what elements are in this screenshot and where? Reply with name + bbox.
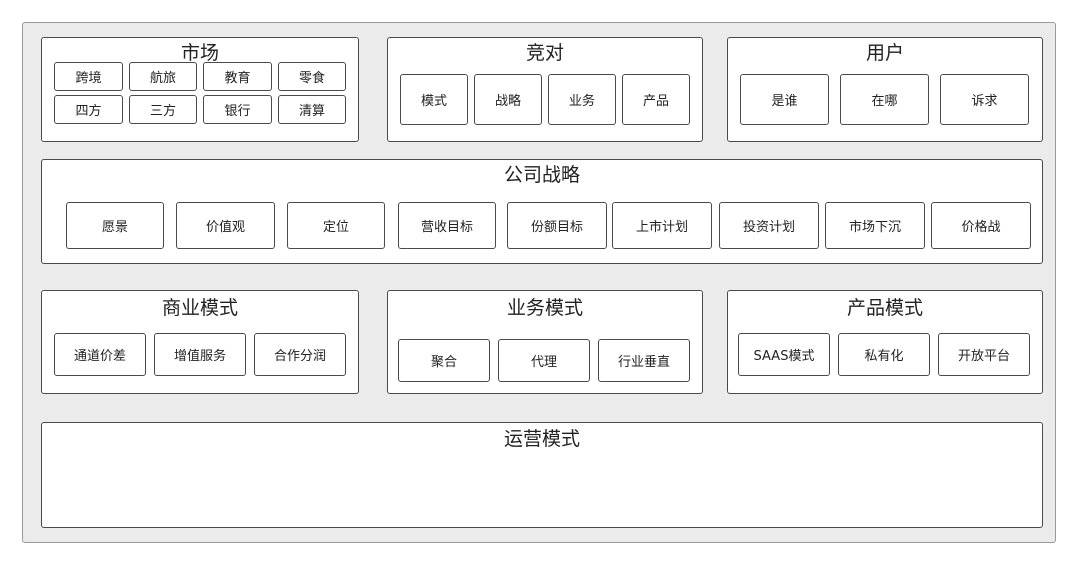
market-item-bank[interactable]: 银行: [203, 95, 272, 124]
market-group: 市场 跨境 航旅 教育 零食 四方 三方 银行 清算: [41, 37, 359, 142]
strategy-item-price-war[interactable]: 价格战: [931, 202, 1031, 249]
market-item-snacks[interactable]: 零食: [278, 62, 346, 91]
competition-item-model[interactable]: 模式: [400, 74, 468, 125]
market-item-fourth-party[interactable]: 四方: [54, 95, 123, 124]
market-item-travel[interactable]: 航旅: [129, 62, 197, 91]
product-model-item-saas[interactable]: SAAS模式: [738, 333, 830, 376]
business-model-item-channel-spread[interactable]: 通道价差: [54, 333, 146, 376]
strategy-item-market-sinking[interactable]: 市场下沉: [825, 202, 925, 249]
market-item-education[interactable]: 教育: [203, 62, 272, 91]
competition-item-business[interactable]: 业务: [548, 74, 616, 125]
service-model-item-aggregation[interactable]: 聚合: [398, 339, 490, 382]
competition-item-product[interactable]: 产品: [622, 74, 690, 125]
service-model-item-agency[interactable]: 代理: [498, 339, 590, 382]
service-model-group: 业务模式 聚合 代理 行业垂直: [387, 290, 703, 394]
strategy-title: 公司战略: [503, 164, 580, 186]
market-item-cross-border[interactable]: 跨境: [54, 62, 123, 91]
service-model-item-vertical-industry[interactable]: 行业垂直: [598, 339, 690, 382]
competition-item-strategy[interactable]: 战略: [474, 74, 542, 125]
strategy-item-values[interactable]: 价值观: [176, 202, 275, 249]
business-model-item-revenue-sharing[interactable]: 合作分润: [254, 333, 346, 376]
users-item-needs[interactable]: 诉求: [940, 74, 1029, 125]
product-model-item-private-deployment[interactable]: 私有化: [838, 333, 930, 376]
operation-model-title: 运营模式: [503, 428, 580, 450]
users-item-who[interactable]: 是谁: [740, 74, 829, 125]
business-model-group: 商业模式 通道价差 增值服务 合作分润: [41, 290, 359, 394]
product-model-group: 产品模式 SAAS模式 私有化 开放平台: [727, 290, 1043, 394]
service-model-title: 业务模式: [506, 297, 583, 319]
market-item-third-party[interactable]: 三方: [129, 95, 197, 124]
competition-group: 竞对 模式 战略 业务 产品: [387, 37, 703, 142]
business-model-title: 商业模式: [161, 297, 238, 319]
strategy-item-revenue-goal[interactable]: 营收目标: [398, 202, 496, 249]
strategy-item-positioning[interactable]: 定位: [287, 202, 385, 249]
strategy-item-share-goal[interactable]: 份额目标: [507, 202, 607, 249]
strategy-group: 公司战略 愿景 价值观 定位 营收目标 份额目标 上市计划 投资计划 市场下沉 …: [41, 159, 1043, 264]
users-item-where[interactable]: 在哪: [840, 74, 929, 125]
operation-model-group: 运营模式: [41, 422, 1043, 528]
users-title: 用户: [865, 42, 904, 64]
architecture-canvas: 市场 跨境 航旅 教育 零食 四方 三方 银行 清算 竞对 模式 战略 业务 产…: [22, 22, 1056, 543]
product-model-item-open-platform[interactable]: 开放平台: [938, 333, 1030, 376]
users-group: 用户 是谁 在哪 诉求: [727, 37, 1043, 142]
product-model-title: 产品模式: [846, 297, 923, 319]
strategy-item-ipo-plan[interactable]: 上市计划: [612, 202, 712, 249]
market-title: 市场: [180, 42, 219, 64]
market-item-clearing[interactable]: 清算: [278, 95, 346, 124]
business-model-item-value-added-service[interactable]: 增值服务: [154, 333, 246, 376]
strategy-item-investment-plan[interactable]: 投资计划: [719, 202, 819, 249]
competition-title: 竞对: [525, 42, 564, 64]
strategy-item-vision[interactable]: 愿景: [66, 202, 164, 249]
